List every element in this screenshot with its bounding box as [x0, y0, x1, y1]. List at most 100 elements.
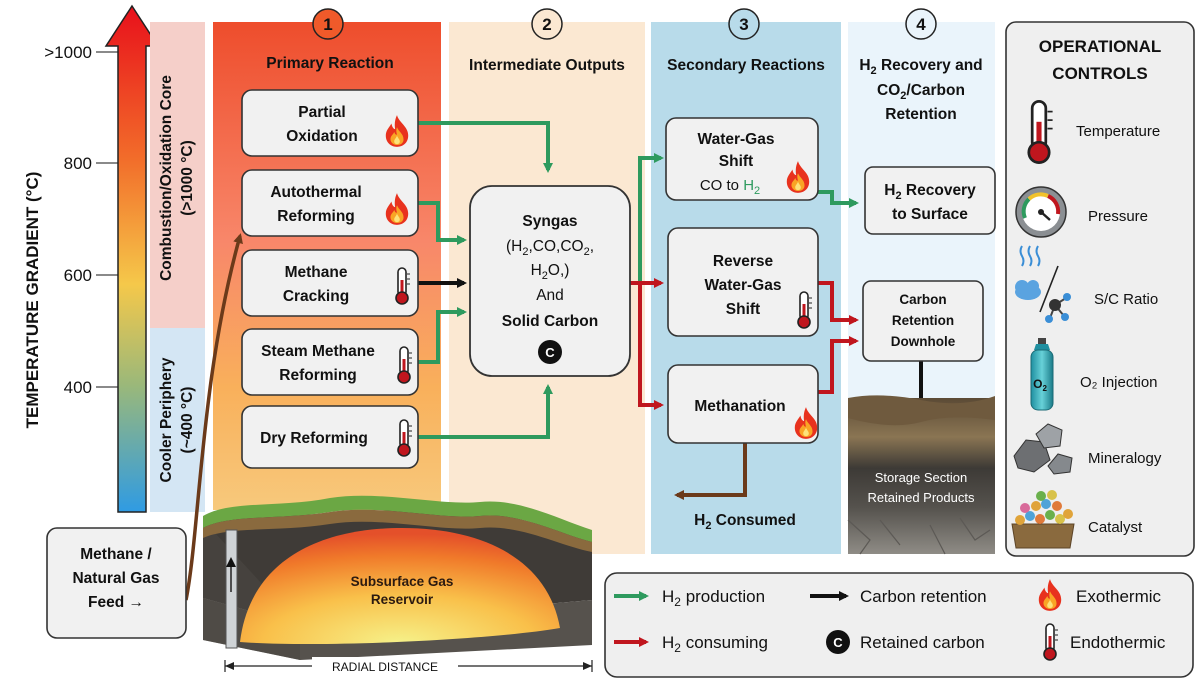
primary-reaction-methane-cracking: Methane Cracking — [241, 249, 419, 317]
column-2-number: 2 — [542, 15, 551, 34]
arrow-autothermal-to-syngas — [418, 201, 467, 245]
oxygen-cylinder-icon: O2 — [1030, 338, 1054, 411]
reservoir-label-1: Subsurface Gas — [351, 574, 454, 589]
svg-text:C: C — [545, 345, 555, 360]
svg-text:Downhole: Downhole — [891, 334, 956, 349]
svg-text:H2 Recovery: H2 Recovery — [884, 182, 976, 202]
methane-feed-box: Methane / Natural Gas Feed → — [46, 527, 187, 639]
control-label-mineralogy: Mineralogy — [1088, 450, 1162, 467]
secondary-methanation: Methanation — [667, 364, 819, 444]
column-4-header: 4 H2 Recovery and CO2/Carbon Retention — [859, 8, 983, 123]
rocks-icon — [1013, 423, 1073, 475]
h2-recovery-box: H2 Recovery to Surface — [864, 166, 996, 235]
svg-text:Carbon: Carbon — [899, 292, 946, 307]
column-2-header: 2 Intermediate Outputs — [469, 8, 625, 74]
svg-text:Dry Reforming: Dry Reforming — [260, 430, 368, 447]
svg-text:Cracking: Cracking — [283, 288, 349, 305]
column-4-title-line-1: H2 Recovery and — [859, 57, 982, 77]
reservoir-illustration: Subsurface Gas Reservoir RADIAL DISTANCE — [203, 495, 593, 675]
column-1-header: 1 Primary Reaction — [266, 8, 394, 72]
svg-text:Oxidation: Oxidation — [286, 128, 357, 145]
svg-text:Retention: Retention — [892, 313, 954, 328]
arrow-water-gas-shift-to-h2-recovery — [818, 190, 859, 208]
arrow-syngas-to-methanation — [638, 283, 664, 410]
column-4-title-line-2: CO2/Carbon — [877, 82, 965, 102]
svg-text:Shift: Shift — [726, 301, 760, 318]
reservoir-label-2: Reservoir — [371, 592, 434, 607]
arrow-steam-reforming-to-syngas — [418, 307, 467, 364]
secondary-water-gas-shift: Water-Gas Shift CO to H2 — [665, 117, 819, 201]
storage-label-1: Storage Section — [875, 470, 968, 485]
h2-consumed-label: H2 Consumed — [694, 512, 796, 532]
control-label-sc-ratio: S/C Ratio — [1094, 291, 1158, 308]
tick-label-800: 800 — [64, 154, 92, 173]
pressure-gauge-icon — [1015, 186, 1067, 238]
storage-section-illustration: Storage Section Retained Products — [847, 395, 995, 555]
svg-text:Partial: Partial — [298, 104, 345, 121]
operational-controls-panel: OPERATIONAL CONTROLS Temperature Pressur… — [1005, 21, 1195, 557]
arrow-dry-reforming-to-syngas — [418, 384, 553, 439]
retained-carbon-badge — [826, 630, 850, 654]
column-3-title: Secondary Reactions — [667, 57, 825, 74]
retained-carbon-badge — [538, 340, 562, 364]
svg-text:O2: O2 — [1033, 377, 1047, 393]
column-4-title-line-3: Retention — [885, 106, 956, 123]
primary-reaction-autothermal-reforming: Autothermal Reforming — [241, 169, 419, 237]
primary-reaction-dry-reforming: Dry Reforming — [241, 405, 419, 469]
temperature-axis: TEMPERATURE GRADIENT (°C) >1000 800 600 … — [23, 4, 205, 513]
svg-text:Solid Carbon: Solid Carbon — [502, 313, 598, 330]
feed-path-arrow — [184, 233, 243, 601]
legend-h2-production: H2 production — [662, 587, 765, 609]
column-1-title: Primary Reaction — [266, 55, 394, 72]
svg-text:Methane /: Methane / — [80, 546, 152, 563]
svg-text:H2O,): H2O,) — [531, 262, 570, 282]
control-label-pressure: Pressure — [1088, 208, 1148, 225]
syngas-solid-carbon-box: Syngas (H2,CO,CO2, H2O,) And Solid Carbo… — [469, 185, 631, 377]
svg-text:And: And — [536, 287, 564, 304]
arrow-partial-oxidation-to-syngas — [418, 121, 553, 173]
svg-text:Water-Gas: Water-Gas — [705, 277, 782, 294]
core-zone-label-1: Combustion/Oxidation Core — [158, 75, 175, 281]
axis-title: TEMPERATURE GRADIENT (°C) — [23, 172, 42, 429]
core-zone-label-2: (>1000 °C) — [179, 140, 196, 216]
controls-title-1: OPERATIONAL — [1039, 37, 1161, 56]
control-label-o2-injection: O₂ Injection — [1080, 374, 1158, 391]
steam-carbon-icon — [1015, 245, 1071, 323]
legend-carbon-retention: Carbon retention — [860, 587, 987, 606]
svg-text:Feed →: Feed → — [88, 594, 144, 611]
column-3-header: 3 Secondary Reactions — [667, 8, 825, 74]
control-label-temperature: Temperature — [1076, 123, 1160, 140]
legend: H2 production Carbon retention Exothermi… — [604, 572, 1194, 678]
svg-text:C: C — [833, 635, 843, 650]
svg-text:(H2,CO,CO2,: (H2,CO,CO2, — [506, 238, 594, 258]
tick-label-600: 600 — [64, 266, 92, 285]
periphery-zone-label-2: (~400 °C) — [179, 387, 196, 454]
secondary-reverse-water-gas-shift: Reverse Water-Gas Shift — [667, 227, 819, 337]
core-zone-band — [150, 22, 205, 328]
primary-reaction-steam-methane-reforming: Steam Methane Reforming — [241, 328, 419, 396]
tick-label-1000: >1000 — [44, 43, 92, 62]
svg-text:Reforming: Reforming — [279, 367, 357, 384]
legend-endothermic: Endothermic — [1070, 633, 1166, 652]
periphery-zone-band — [150, 328, 205, 512]
radial-distance-label: RADIAL DISTANCE — [332, 660, 438, 674]
column-2-title: Intermediate Outputs — [469, 57, 625, 74]
svg-text:Steam Methane: Steam Methane — [261, 343, 375, 360]
periphery-zone-label-1: Cooler Periphery — [158, 357, 175, 482]
svg-text:Syngas: Syngas — [522, 213, 577, 230]
carbon-retention-box: Carbon Retention Downhole — [862, 280, 984, 362]
svg-text:Water-Gas: Water-Gas — [698, 131, 775, 148]
catalyst-pellets-icon — [1011, 490, 1075, 549]
arrow-reverse-water-gas-shift-to-carbon-retention — [818, 281, 859, 325]
svg-text:Autothermal: Autothermal — [270, 184, 361, 201]
svg-text:Methane: Methane — [285, 264, 348, 281]
controls-title-2: CONTROLS — [1052, 64, 1147, 83]
svg-text:Methanation: Methanation — [694, 398, 785, 415]
column-3-number: 3 — [739, 15, 748, 34]
arrow-methanation-to-carbon-retention — [818, 336, 859, 394]
column-1-number: 1 — [323, 15, 332, 34]
primary-reaction-partial-oxidation: Partial Oxidation — [241, 89, 419, 157]
arrow-methanation-to-h2-consumed — [674, 443, 747, 500]
